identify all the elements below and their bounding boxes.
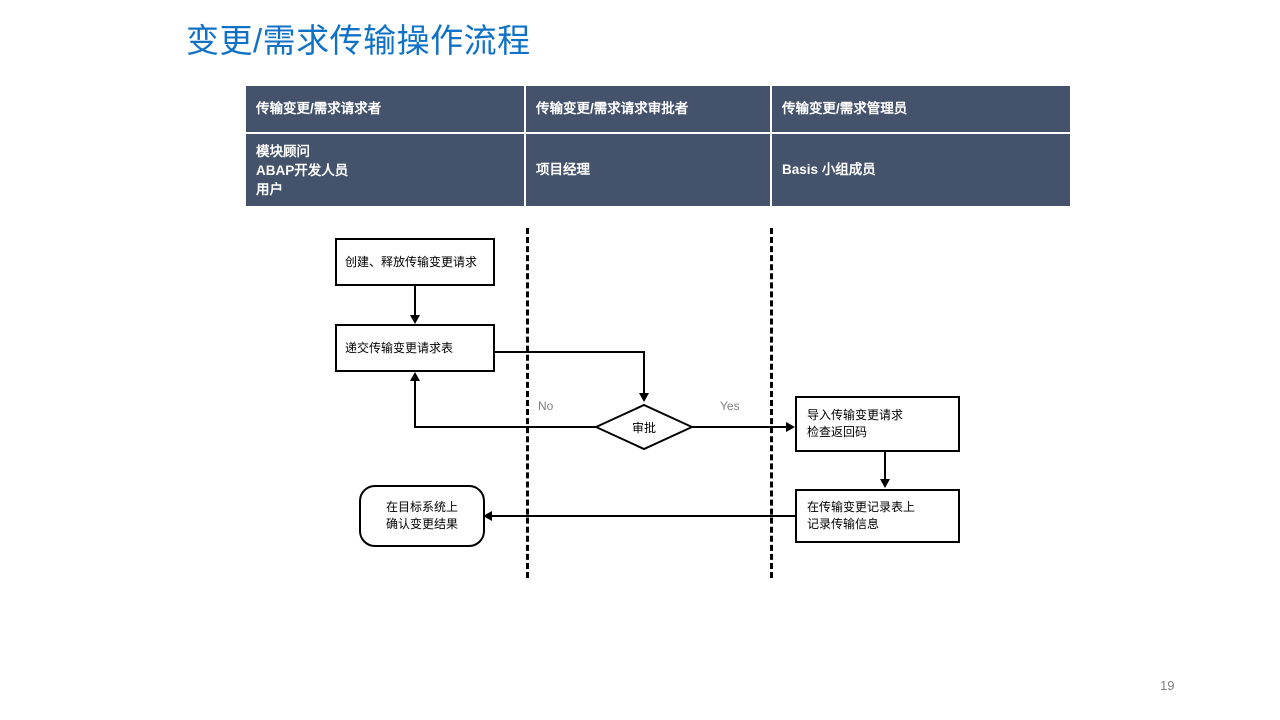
table-header-row: 传输变更/需求请求者 传输变更/需求请求审批者 传输变更/需求管理员: [246, 86, 1070, 132]
node-approval-decision-label: 审批: [631, 420, 656, 435]
connector-record-to-confirm: [492, 515, 797, 517]
node-confirm-result-label: 在目标系统上 确认变更结果: [386, 499, 458, 533]
node-import-and-check-label: 导入传输变更请求 检查返回码: [807, 407, 903, 441]
node-import-and-check-line-2: 检查返回码: [807, 425, 868, 439]
table-header-text-requester: 传输变更/需求请求者: [256, 101, 382, 116]
lane-divider-left: [526, 228, 529, 578]
node-confirm-result-line-1: 在目标系统上: [385, 500, 458, 514]
table-body-row: 模块顾问 ABAP开发人员 用户 项目经理 Basis 小组成员: [246, 134, 1070, 206]
node-record-transport-log-label: 在传输变更记录表上 记录传输信息: [807, 499, 915, 533]
requester-role-line-2: ABAP开发人员: [256, 163, 349, 178]
table-cell-requester-roles: 模块顾问 ABAP开发人员 用户: [246, 134, 524, 206]
arrowhead-create-to-submit: [410, 315, 420, 324]
connector-no-branch-horizontal: [414, 426, 596, 428]
arrowhead-into-approval: [639, 393, 649, 402]
connector-import-to-record: [884, 452, 886, 481]
table-header-cell-administrator: 传输变更/需求管理员: [772, 86, 1070, 132]
page-title: 变更/需求传输操作流程: [186, 22, 531, 59]
node-import-and-check[interactable]: 导入传输变更请求 检查返回码: [795, 396, 960, 452]
administrator-role-text: Basis 小组成员: [782, 162, 876, 177]
connector-no-branch-vertical: [414, 381, 416, 427]
node-create-release-request[interactable]: 创建、释放传输变更请求: [335, 238, 495, 286]
connector-create-to-submit: [414, 286, 416, 317]
node-record-transport-log[interactable]: 在传输变更记录表上 记录传输信息: [795, 489, 960, 543]
node-record-transport-log-line-2: 记录传输信息: [807, 517, 880, 531]
arrowhead-no-branch: [410, 372, 420, 381]
node-import-and-check-line-1: 导入传输变更请求: [807, 408, 904, 422]
diamond-shape: [594, 403, 694, 451]
connector-submit-to-approval-horizontal: [495, 351, 645, 353]
node-confirm-result[interactable]: 在目标系统上 确认变更结果: [359, 485, 485, 547]
table-header-cell-approver: 传输变更/需求请求审批者: [526, 86, 770, 132]
table-cell-administrator-roles: Basis 小组成员: [772, 134, 1070, 206]
lane-divider-right: [770, 228, 773, 578]
node-approval-decision[interactable]: 审批: [594, 403, 694, 451]
table-header-cell-requester: 传输变更/需求请求者: [246, 86, 524, 132]
table-header-text-approver: 传输变更/需求请求审批者: [536, 101, 689, 116]
requester-role-line-3: 用户: [256, 182, 283, 197]
node-submit-request-form-label: 递交传输变更请求表: [345, 340, 454, 355]
requester-role-line-1: 模块顾问: [256, 144, 310, 159]
node-submit-request-form[interactable]: 递交传输变更请求表: [335, 324, 495, 372]
connector-yes-branch-horizontal: [692, 426, 788, 428]
branch-label-yes: Yes: [720, 399, 740, 413]
page-number: 19: [1160, 678, 1175, 693]
arrowhead-yes-branch: [786, 422, 795, 432]
approver-role-text: 项目经理: [536, 162, 590, 177]
arrowhead-import-to-record: [880, 479, 890, 488]
node-create-release-request-label: 创建、释放传输变更请求: [345, 254, 478, 269]
table-header-text-administrator: 传输变更/需求管理员: [782, 101, 908, 116]
role-table: 传输变更/需求请求者 传输变更/需求请求审批者 传输变更/需求管理员 模块顾问 …: [246, 86, 1070, 206]
connector-submit-to-approval-vertical: [643, 351, 645, 395]
requester-role-list: 模块顾问 ABAP开发人员 用户: [256, 142, 518, 199]
node-confirm-result-line-2: 确认变更结果: [385, 517, 458, 531]
branch-label-no: No: [538, 399, 554, 413]
arrowhead-record-to-confirm: [483, 511, 492, 521]
table-cell-approver-roles: 项目经理: [526, 134, 770, 206]
node-record-transport-log-line-1: 在传输变更记录表上: [807, 500, 916, 514]
